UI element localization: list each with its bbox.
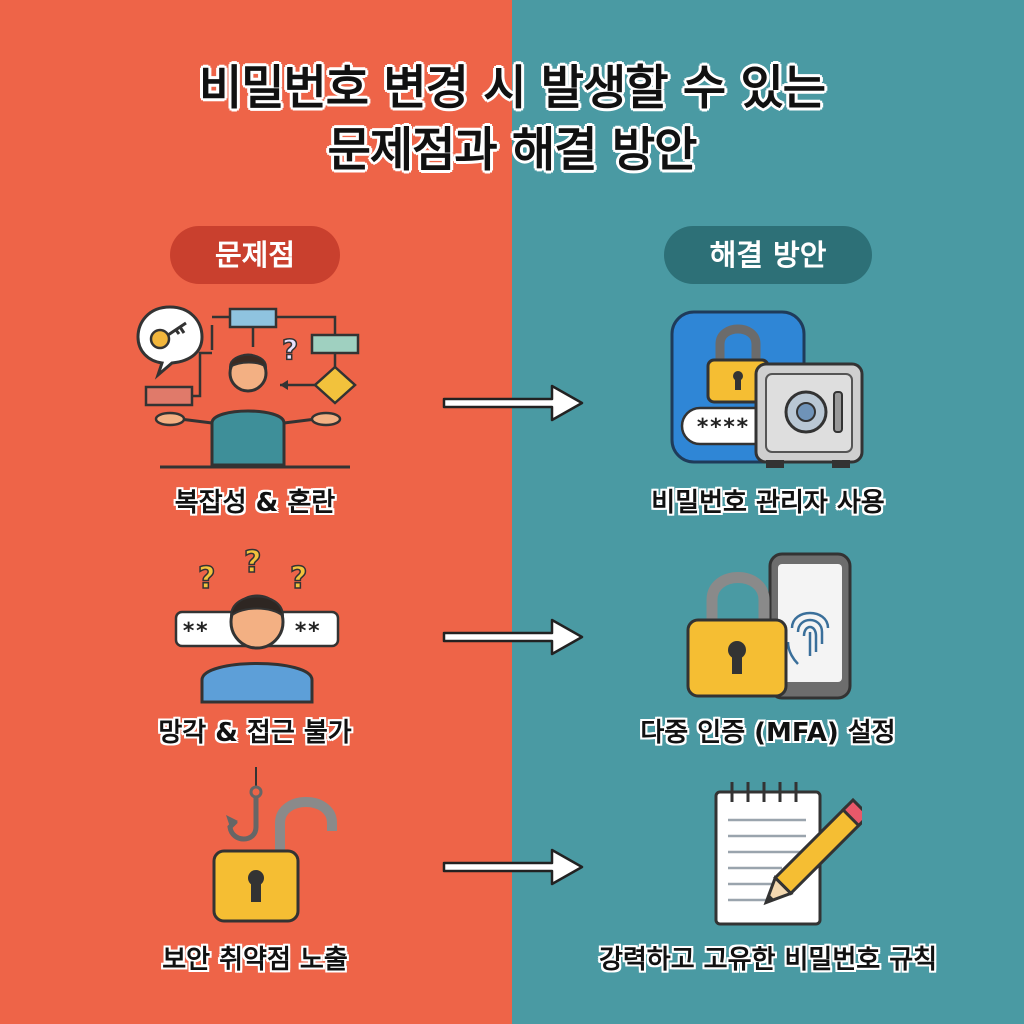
masked-password-manager: **** — [696, 415, 749, 440]
phishing-hook-open-lock-icon — [212, 767, 337, 923]
solution-label-strong-password: 강력하고 고유한 비밀번호 규칙 — [598, 945, 938, 975]
svg-text:?: ? — [198, 561, 215, 596]
title-line-1: 비밀번호 변경 시 발생할 수 있는 — [199, 61, 826, 116]
problem-label-complexity: 복잡성 & 혼란 — [174, 488, 336, 518]
solution-label-mfa: 다중 인증 (MFA) 설정 — [640, 718, 896, 748]
arrow-icon-row-1 — [442, 384, 584, 422]
problem-label-vulnerability: 보안 취약점 노출 — [162, 945, 348, 975]
svg-text:?: ? — [282, 333, 298, 366]
problems-header: 문제점 — [170, 226, 340, 284]
svg-text:?: ? — [244, 545, 261, 580]
forgotten-password-person-icon: ? ? ? ** ** — [174, 544, 340, 704]
arrow-icon-row-3 — [442, 848, 584, 886]
notepad-pencil-icon — [714, 782, 862, 926]
masked-password-left: ** — [182, 619, 209, 644]
arrow-icon-row-2 — [442, 618, 584, 656]
solution-label-password-manager: 비밀번호 관리자 사용 — [651, 488, 885, 518]
problem-label-forgetting: 망각 & 접근 불가 — [158, 718, 352, 748]
page-title: 비밀번호 변경 시 발생할 수 있는 문제점과 해결 방안 — [0, 58, 1024, 182]
padlock-fingerprint-phone-icon — [686, 552, 852, 700]
confused-person-flowchart-icon: ? — [136, 305, 360, 469]
svg-text:?: ? — [290, 561, 307, 596]
password-manager-vault-icon: **** — [670, 310, 864, 468]
title-line-2: 문제점과 해결 방안 — [327, 123, 698, 178]
masked-password-right: ** — [294, 619, 321, 644]
solutions-header: 해결 방안 — [664, 226, 872, 284]
